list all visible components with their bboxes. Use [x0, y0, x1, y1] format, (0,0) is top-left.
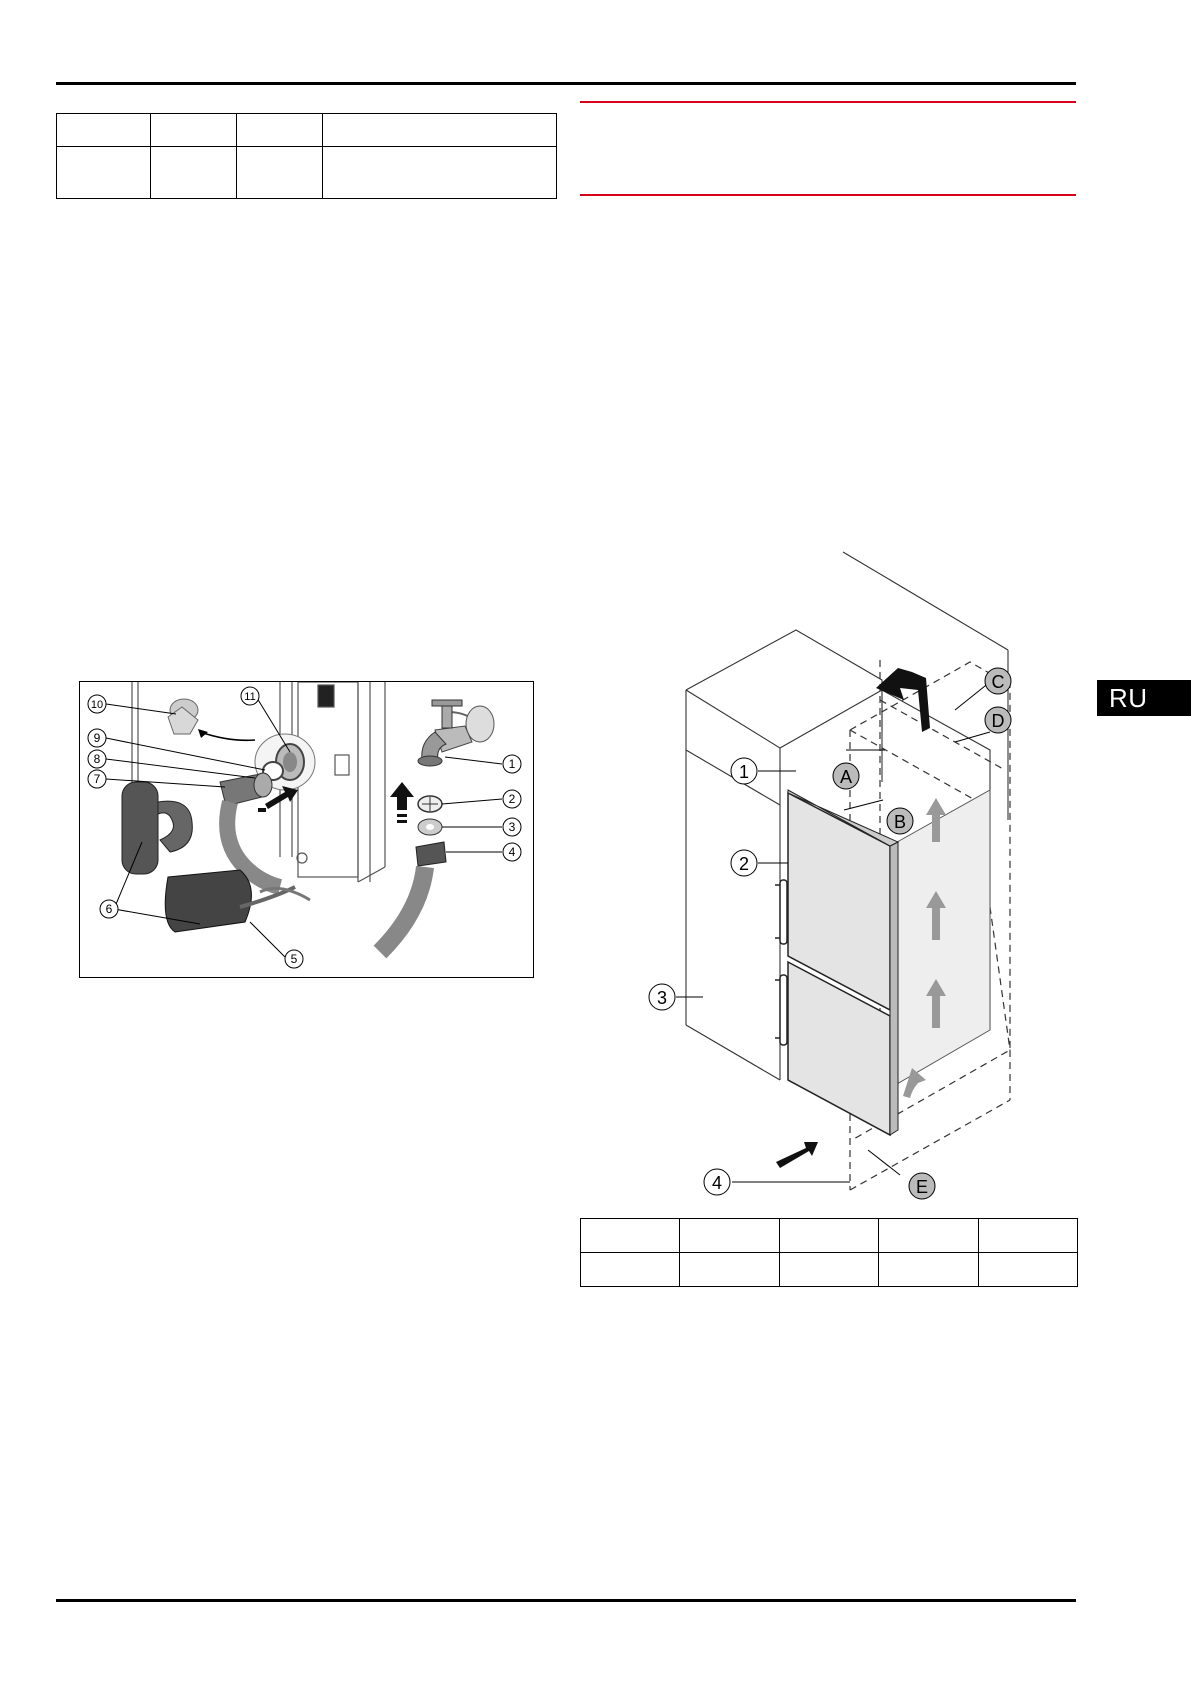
callout-1: 1: [730, 757, 758, 785]
table-cell: [878, 1252, 979, 1287]
table-cell: [778, 1218, 880, 1253]
callout-7: 7: [87, 769, 107, 789]
clearance-table: [579, 1218, 1079, 1287]
callout-label: E: [916, 1177, 928, 1197]
table-cell: [778, 1252, 880, 1287]
table-cell: [56, 146, 151, 199]
leader-lines: [105, 697, 503, 958]
callout-3: 3: [648, 983, 676, 1011]
callout-label: 9: [94, 731, 101, 745]
callout-3: 3: [502, 817, 522, 837]
callout-label: 2: [739, 854, 749, 874]
language-tab: RU: [1097, 680, 1191, 716]
table-cell: [150, 146, 237, 199]
table-cell: [977, 1252, 1079, 1287]
callout-label: 8: [94, 752, 101, 766]
table-cell: [878, 1218, 979, 1253]
footer-rule: [56, 1599, 1076, 1602]
hose-holder: [121, 781, 193, 875]
callout-B: B: [886, 807, 914, 835]
table-cell: [150, 113, 237, 147]
leader-lines: [676, 681, 991, 1183]
callout-label: B: [894, 812, 906, 832]
callout-11: 11: [240, 686, 260, 706]
hose-nut: [373, 841, 447, 959]
table-cell: [679, 1218, 780, 1253]
top-left-table: [56, 113, 557, 199]
warning-rule-top: [580, 101, 1076, 103]
seal-part: [417, 818, 443, 836]
fridge-door-edge: [889, 841, 899, 1136]
table-cell: [579, 1218, 681, 1253]
callout-label: 3: [657, 988, 667, 1008]
callout-label: 6: [106, 902, 113, 916]
fridge-handles: [775, 879, 788, 1046]
callout-A: A: [832, 762, 860, 790]
callout-4: 4: [502, 842, 522, 862]
table-cell: [236, 146, 323, 199]
table-cell: [236, 113, 323, 147]
callout-label: C: [992, 672, 1005, 692]
callout-label: 2: [509, 792, 516, 806]
water-tap: [417, 699, 495, 767]
installation-figure: 1 2 3 4 A B C D E: [648, 551, 1012, 1200]
callout-label: 7: [94, 772, 101, 786]
fridge-top: [787, 789, 900, 847]
drain-cover: [164, 869, 311, 933]
exhaust-arrow: [876, 668, 930, 732]
callout-label: 4: [712, 1173, 722, 1193]
callout-label: 4: [509, 845, 516, 859]
table-cell: [679, 1252, 780, 1287]
callout-label: 5: [291, 952, 298, 966]
intake-arrow: [776, 1142, 818, 1168]
callout-D: D: [984, 706, 1012, 734]
callout-8: 8: [87, 749, 107, 769]
callout-1: 1: [502, 754, 522, 774]
callout-2: 2: [730, 849, 758, 877]
water-connection-figure: 10 9 8 7 6 5 11 1 2 3 4: [79, 681, 534, 978]
callout-9: 9: [87, 728, 107, 748]
table-cell: [579, 1252, 681, 1287]
callout-E: E: [908, 1172, 936, 1200]
callout-label: A: [840, 767, 852, 787]
callout-label: 10: [91, 699, 103, 711]
callout-6: 6: [99, 899, 119, 919]
hose-connector: [219, 772, 283, 895]
filter-part: [417, 795, 443, 813]
callout-label: 1: [509, 757, 516, 771]
cap-part: [167, 698, 256, 742]
callout-2: 2: [502, 789, 522, 809]
up-arrow: [390, 782, 414, 823]
water-connection-drawing: 10 9 8 7 6 5 11 1 2 3 4: [87, 682, 522, 969]
callout-10: 10: [87, 694, 107, 714]
table-cell: [56, 113, 151, 147]
callout-label: 11: [244, 691, 255, 703]
ventilation-arrows: [903, 798, 946, 1098]
callout-5: 5: [284, 949, 304, 969]
warning-rule-bottom: [580, 194, 1076, 196]
callout-4: 4: [703, 1168, 731, 1196]
table-cell: [322, 146, 557, 199]
header-rule: [56, 82, 1076, 85]
callout-C: C: [984, 667, 1012, 695]
insert-arrow: [258, 786, 298, 812]
callout-label: 3: [509, 820, 516, 834]
callout-label: 1: [739, 762, 749, 782]
callout-label: D: [992, 711, 1005, 731]
appliance-back-structure: [131, 682, 386, 883]
table-cell: [322, 113, 557, 147]
table-cell: [977, 1218, 1079, 1253]
